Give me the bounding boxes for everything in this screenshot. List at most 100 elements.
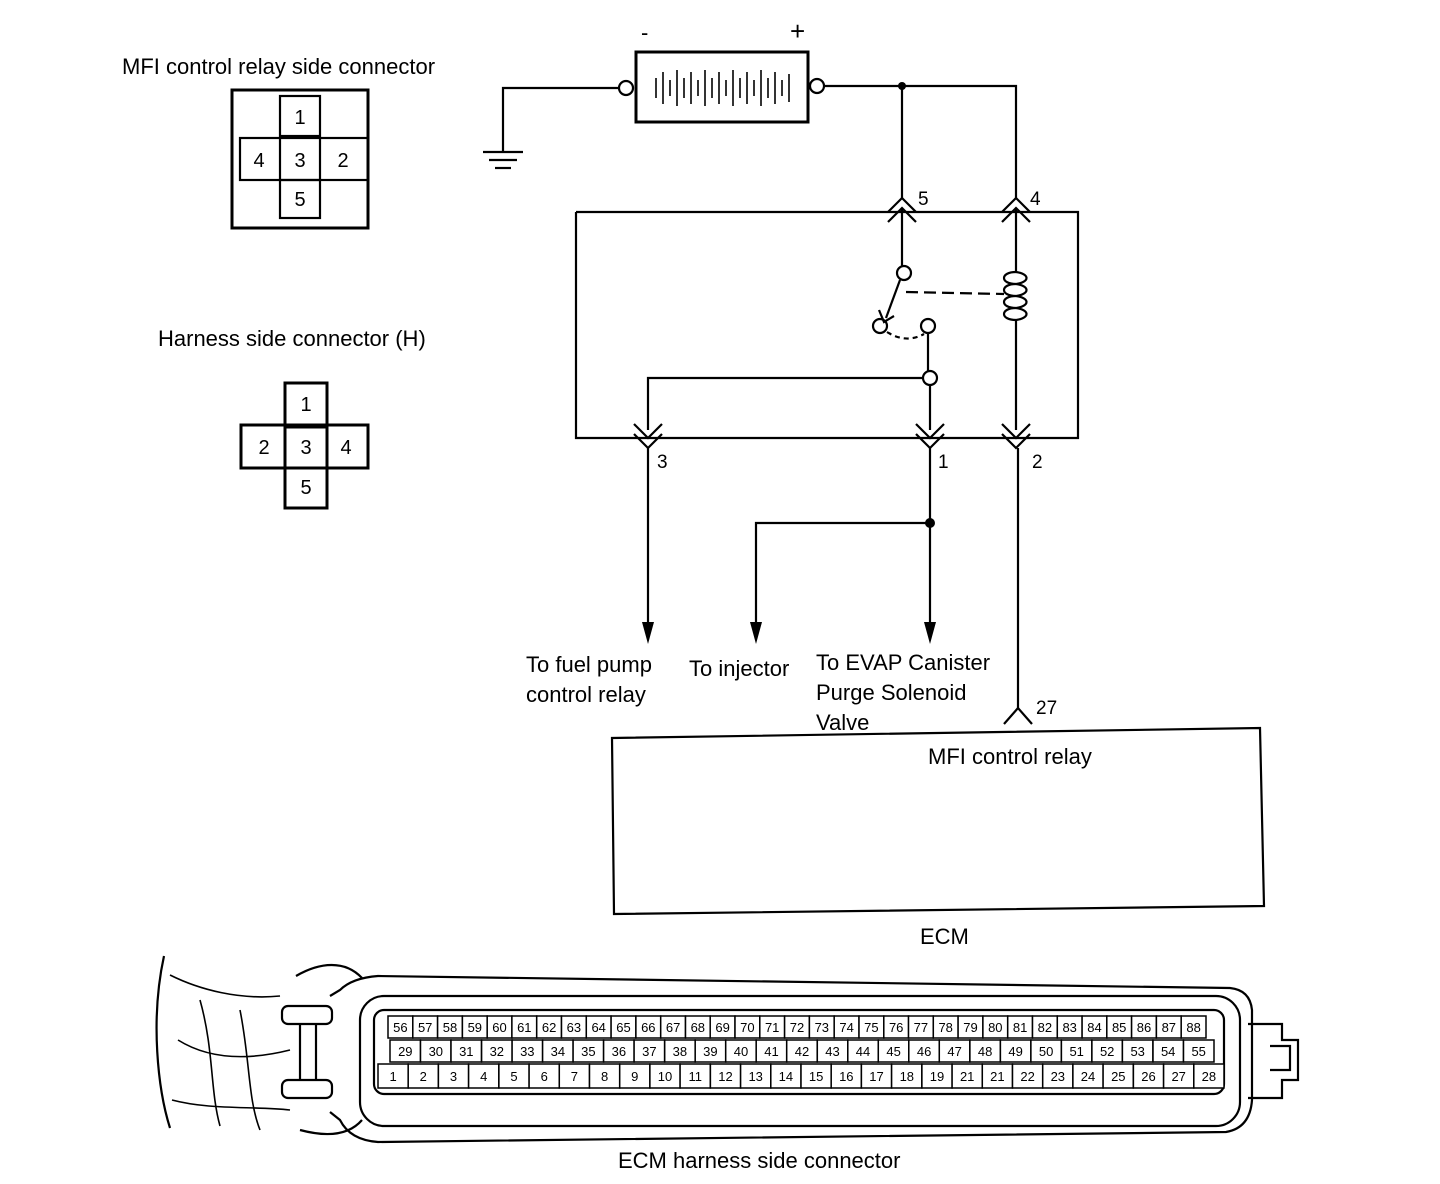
ecm-pin-label: 27 [1171, 1069, 1185, 1084]
ecm-pin-row3-28: 28 [1193, 1063, 1225, 1089]
ecm-pin-label: 8 [601, 1069, 608, 1084]
ecm-pin-row3-5: 5 [498, 1063, 530, 1089]
ecm-pin-row3-27: 27 [1162, 1063, 1195, 1089]
ecm-pin-label: 56 [393, 1020, 407, 1035]
ecm-pin-row1-17: 72 [783, 1015, 811, 1039]
ecm-pin-label: 78 [938, 1020, 952, 1035]
ecm-pin-label: 18 [900, 1069, 914, 1084]
ecm-pin-label: 3 [450, 1069, 457, 1084]
ecm-pin-label: 71 [765, 1020, 779, 1035]
ecm-pin-label: 7 [571, 1069, 578, 1084]
ecm-pin-label: 70 [740, 1020, 754, 1035]
relay-pin-center: 3 [294, 150, 305, 172]
ecm-pin-row1-7: 62 [535, 1015, 563, 1039]
ecm-pin-row2-21: 49 [999, 1039, 1032, 1063]
ecm-pin-label: 67 [666, 1020, 680, 1035]
harness-pin-bottom: 5 [300, 477, 311, 499]
ecm-pin-row2-13: 41 [755, 1039, 788, 1063]
ecm-pin-label: 51 [1069, 1044, 1083, 1059]
ecm-pin-row1-18: 73 [808, 1015, 835, 1039]
ecm-pin-row3-16: 16 [830, 1063, 863, 1089]
ecm-pin-row3-19: 19 [921, 1063, 953, 1089]
ecm-pin-label: 45 [886, 1044, 900, 1059]
ecm-pin-row2-2: 30 [419, 1039, 452, 1063]
ecm-pin-row2-1: 29 [389, 1039, 422, 1063]
ecm-pin-row1-28: 83 [1056, 1015, 1083, 1039]
relay-circuit: 5 4 3 1 2 [574, 82, 1080, 725]
ecm-pin-row1-2: 57 [412, 1015, 439, 1039]
ecm-label: ECM [920, 924, 969, 949]
ecm-pin-label: 21 [960, 1069, 974, 1084]
ecm-pin-row3-3: 3 [437, 1063, 470, 1089]
harness-side-connector: Harness side connector (H) 1 2 3 4 5 [158, 326, 426, 510]
ecm-pin-row1-10: 65 [610, 1015, 637, 1039]
ecm-pin-label: 30 [429, 1044, 443, 1059]
harness-side-connector-label: Harness side connector (H) [158, 326, 426, 351]
ecm-pin-label: 81 [1013, 1020, 1027, 1035]
relay-pin-top: 1 [294, 107, 305, 129]
ecm-pin-row2-14: 42 [785, 1039, 818, 1063]
ecm-pin-row1-9: 64 [585, 1015, 612, 1039]
ecm-pin-row3-22: 22 [1011, 1063, 1044, 1089]
ecm-pin-label: 36 [612, 1044, 626, 1059]
ecm-box: MFI control relay ECM [610, 726, 1266, 949]
ecm-pin-label: 24 [1081, 1069, 1095, 1084]
ecm-pin-label: 62 [542, 1020, 556, 1035]
ecm-pin-row2-8: 36 [602, 1039, 635, 1063]
ecm-pin-row2-25: 53 [1121, 1039, 1154, 1063]
ecm-pin-row2-19: 47 [938, 1039, 971, 1063]
terminal-3-label: 3 [657, 452, 668, 473]
ecm-pin-row3-20: 21 [951, 1063, 984, 1089]
ecm-pin-label: 23 [1051, 1069, 1065, 1084]
ecm-pin-label: 74 [839, 1020, 853, 1035]
ecm-pin-row3-2: 2 [407, 1063, 440, 1089]
ecm-pin-row1-8: 63 [560, 1015, 588, 1039]
ecm-pin-label: 77 [914, 1020, 928, 1035]
ecm-pin-row1-25: 80 [982, 1015, 1009, 1039]
ecm-pin-label: 32 [490, 1044, 504, 1059]
terminal-1-label: 1 [938, 452, 949, 473]
ecm-pin-row3-4: 4 [467, 1063, 500, 1089]
ecm-pin-row2-9: 37 [633, 1039, 666, 1063]
ecm-pin-row2-6: 34 [541, 1039, 574, 1063]
to-fuel-pump-label-1: To fuel pump [526, 652, 652, 677]
ecm-pin-row1-4: 59 [461, 1015, 488, 1039]
ecm-pin-row1-21: 76 [883, 1015, 910, 1039]
to-evap-label-1: To EVAP Canister [816, 650, 990, 675]
ecm-pin-label: 4 [480, 1069, 487, 1084]
ecm-pin-label: 35 [581, 1044, 595, 1059]
ecm-pin-row1-3: 58 [436, 1015, 464, 1039]
ecm-pin-row3-13: 13 [739, 1063, 772, 1089]
ecm-pin-row3-7: 7 [558, 1063, 591, 1089]
ecm-pin-label: 57 [418, 1020, 432, 1035]
ecm-pin-row1-6: 61 [511, 1015, 538, 1039]
ecm-pin-label: 49 [1008, 1044, 1022, 1059]
battery-plus-label: + [790, 16, 805, 46]
ecm-pin-row2-7: 35 [572, 1039, 605, 1063]
ecm-pin-row1-24: 79 [957, 1015, 984, 1039]
ecm-pin-row2-26: 54 [1152, 1039, 1185, 1063]
ecm-pin-row1-26: 81 [1006, 1015, 1034, 1039]
ecm-pin-label: 69 [715, 1020, 729, 1035]
ecm-pin-label: 12 [718, 1069, 732, 1084]
ecm-pin-label: 21 [990, 1069, 1004, 1084]
harness-pin-top: 1 [300, 394, 311, 416]
ecm-pin-row1-23: 78 [932, 1015, 959, 1039]
ecm-pin-label: 19 [930, 1069, 944, 1084]
ecm-pin-label: 72 [790, 1020, 804, 1035]
ecm-pin-label: 22 [1020, 1069, 1034, 1084]
ecm-pin-label: 61 [517, 1020, 531, 1035]
ecm-pin-label: 76 [889, 1020, 903, 1035]
terminal-4-label: 4 [1030, 189, 1041, 210]
ecm-pin-label: 2 [420, 1069, 427, 1084]
ecm-pin-label: 80 [988, 1020, 1002, 1035]
battery-minus-label: - [641, 20, 648, 45]
ecm-pin-label: 87 [1162, 1020, 1176, 1035]
ecm-pin-row3-12: 12 [709, 1063, 742, 1089]
ecm-pin-row2-27: 55 [1182, 1039, 1215, 1063]
ecm-pin-label: 73 [815, 1020, 829, 1035]
ecm-pin-label: 9 [631, 1069, 638, 1084]
relay-pin-bottom: 5 [294, 189, 305, 211]
ecm-pin-label: 14 [779, 1069, 793, 1084]
